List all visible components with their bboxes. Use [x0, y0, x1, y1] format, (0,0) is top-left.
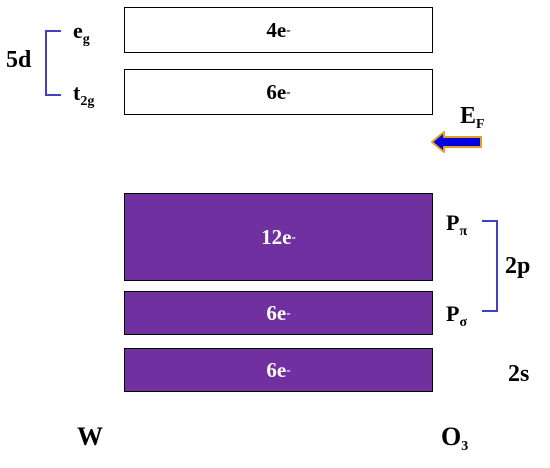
band-p-sigma: 6e-: [124, 291, 433, 335]
bracket-2p: [482, 220, 498, 312]
label-eg: eg: [73, 18, 90, 47]
label-element-w: W: [77, 422, 103, 451]
band-p-pi: 12e-: [124, 193, 433, 281]
label-t2g: t2g: [73, 80, 95, 109]
bracket-5d: [45, 30, 61, 96]
label-2s: 2s: [508, 361, 530, 387]
label-element-o3: O3: [441, 422, 469, 454]
label-2p: 2p: [505, 253, 531, 279]
band-2s: 6e-: [124, 348, 433, 392]
band-t2g: 6e-: [124, 69, 433, 115]
band-eg: 4e-: [124, 7, 433, 53]
label-fermi-level: EF: [460, 103, 485, 132]
label-p-sigma: Pσ: [446, 301, 468, 330]
label-5d: 5d: [6, 47, 32, 73]
label-p-pi: Pπ: [446, 210, 468, 239]
fermi-arrow-icon: [431, 131, 482, 153]
